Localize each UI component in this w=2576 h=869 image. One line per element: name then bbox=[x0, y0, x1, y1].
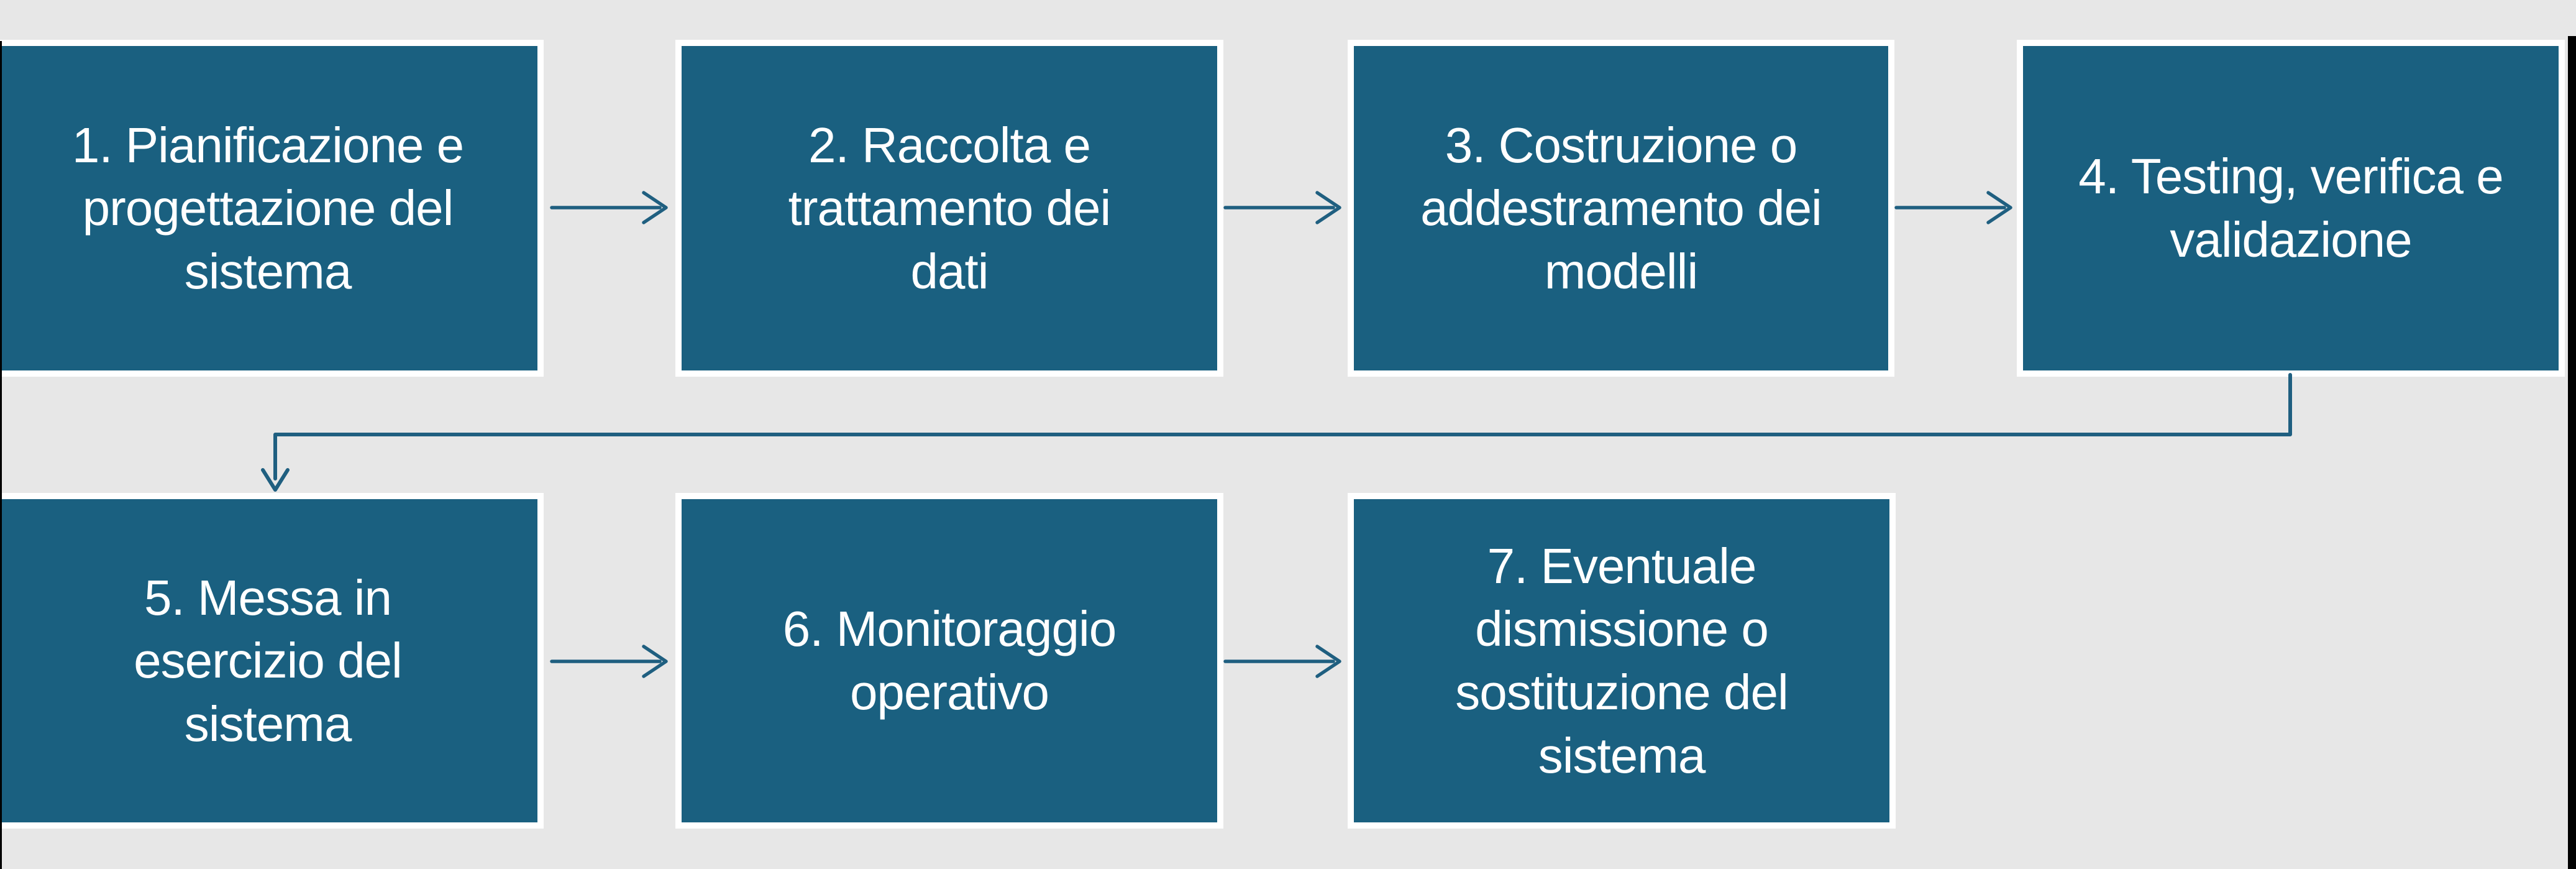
flow-step-7-label: 7. Eventuale dismissione o sostituzione … bbox=[1455, 538, 1788, 783]
arrow-4-5-elbow-head bbox=[261, 468, 290, 492]
flow-step-7: 7. Eventuale dismissione o sostituzione … bbox=[1348, 493, 1896, 829]
flow-step-3: 3. Costruzione o addestramento dei model… bbox=[1348, 40, 1894, 377]
arrow-6-7-head bbox=[1315, 645, 1341, 678]
flow-step-4: 4. Testing, verifica e validazione bbox=[2017, 40, 2565, 377]
arrow-3-4-head bbox=[1986, 191, 2012, 224]
arrow-5-6-head bbox=[642, 645, 668, 678]
arrow-1-2-head bbox=[642, 191, 668, 224]
flow-step-4-label: 4. Testing, verifica e validazione bbox=[2078, 149, 2504, 267]
flow-step-1-label: 1. Pianificazione e progettazione del si… bbox=[71, 117, 464, 299]
flow-step-2: 2. Raccolta e trattamento dei dati bbox=[675, 40, 1223, 377]
right-edge-artifact-line bbox=[2568, 36, 2576, 869]
flow-step-3-label: 3. Costruzione o addestramento dei model… bbox=[1420, 117, 1822, 299]
arrow-4-5-elbow bbox=[273, 373, 2292, 480]
flow-step-2-label: 2. Raccolta e trattamento dei dati bbox=[788, 117, 1112, 299]
flow-step-6-label: 6. Monitoraggio operativo bbox=[782, 601, 1117, 720]
flow-step-5: 5. Messa in esercizio del sistema bbox=[0, 493, 544, 829]
flow-step-1: 1. Pianificazione e progettazione del si… bbox=[0, 40, 544, 377]
flow-step-5-label: 5. Messa in esercizio del sistema bbox=[134, 569, 403, 752]
arrow-2-3-head bbox=[1315, 191, 1341, 224]
left-edge-artifact-line bbox=[0, 41, 2, 869]
flow-step-6: 6. Monitoraggio operativo bbox=[675, 493, 1223, 829]
